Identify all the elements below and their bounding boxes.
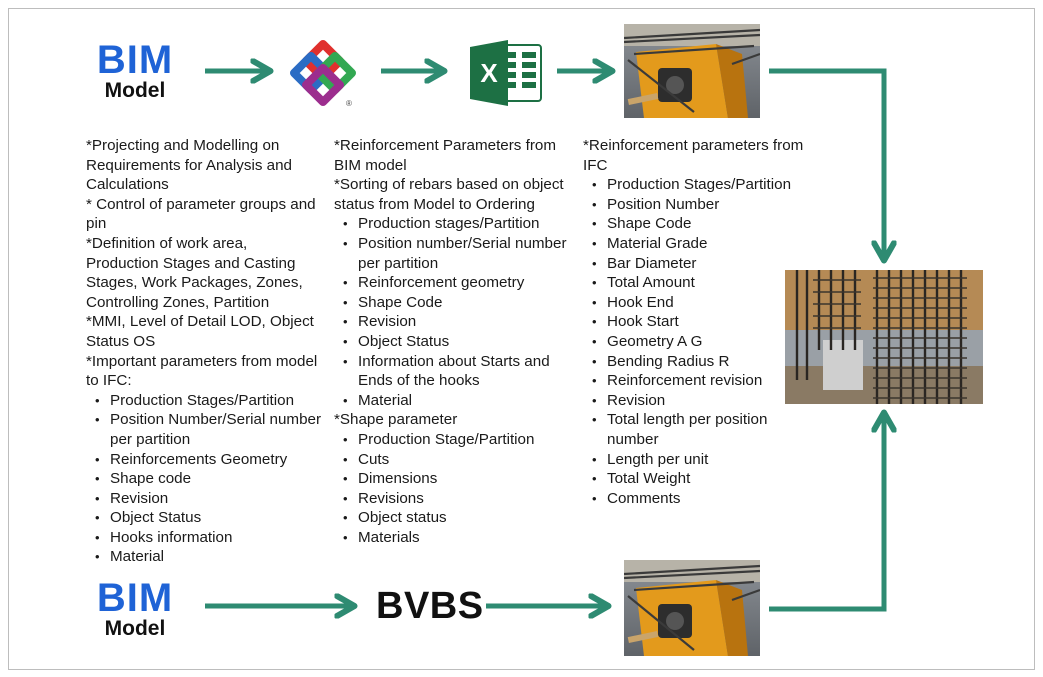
list-item: Material Grade xyxy=(592,234,819,254)
list-item: Bar Diameter xyxy=(592,254,819,274)
arrow-machine-to-cages xyxy=(769,68,884,258)
list-item: Production stages/Partition xyxy=(343,214,570,234)
list-item: Object status xyxy=(343,508,570,528)
rebar-bending-machine-photo-bottom xyxy=(624,560,760,656)
model-text: Model xyxy=(104,617,166,640)
rebar-bending-machine-photo-top xyxy=(624,24,760,118)
column-ifc-parameters: *Reinforcement parameters from IFC Produ… xyxy=(583,136,819,508)
paragraph: * Control of parameter groups and pin xyxy=(86,195,316,233)
list-item: Position number/Serial number per partit… xyxy=(343,234,570,273)
diagram-frame xyxy=(8,8,1035,670)
bullet-list: Production Stage/Partition Cuts Dimensio… xyxy=(334,430,570,548)
list-item: Shape Code xyxy=(592,214,819,234)
list-item: Reinforcement geometry xyxy=(343,273,570,293)
list-item: Revision xyxy=(592,391,819,411)
column-excel-parameters: *Reinforcement Parameters from BIM model… xyxy=(334,136,570,547)
bim-model-logo-top: BIM Model xyxy=(85,40,185,102)
model-text: Model xyxy=(104,79,166,102)
arrow-machine-to-cages-bottom xyxy=(769,415,884,612)
list-item: Object Status xyxy=(95,508,322,528)
list-item: Total Amount xyxy=(592,273,819,293)
list-item: Production Stage/Partition xyxy=(343,430,570,450)
paragraph: *Reinforcement Parameters from BIM model xyxy=(334,137,556,174)
bullet-list: Production Stages/Partition Position Num… xyxy=(86,391,322,567)
list-item: Dimensions xyxy=(343,469,570,489)
bullet-list: Production Stages/Partition Position Num… xyxy=(583,175,819,508)
list-item: Materials xyxy=(343,528,570,548)
bim-text: BIM xyxy=(96,576,174,620)
paragraph: *MMI, Level of Detail LOD, Object Status… xyxy=(86,313,314,350)
list-item: Production Stages/Partition xyxy=(95,391,322,411)
paragraph: *Reinforcement parameters from IFC xyxy=(583,137,804,174)
paragraph: *Sorting of rebars based on object statu… xyxy=(334,176,564,213)
bim-model-logo-bottom: BIM Model xyxy=(85,578,185,640)
bim-text: BIM xyxy=(96,38,174,82)
list-item: Bending Radius R xyxy=(592,352,819,372)
list-item: Information about Starts and Ends of the… xyxy=(343,352,570,391)
list-item: Cuts xyxy=(343,450,570,470)
list-item: Hook Start xyxy=(592,312,819,332)
list-item: Production Stages/Partition xyxy=(592,175,819,195)
list-item: Hooks information xyxy=(95,528,322,548)
excel-letter: X xyxy=(480,58,498,88)
registered-mark: ® xyxy=(346,99,352,108)
paragraph: *Definition of work area, Production Sta… xyxy=(86,234,303,311)
bullet-list: Production stages/Partition Position num… xyxy=(334,214,570,410)
list-item: Position Number/Serial number per partit… xyxy=(95,410,322,449)
list-item: Total length per position number xyxy=(592,410,819,449)
list-item: Geometry A G xyxy=(592,332,819,352)
list-item: Revisions xyxy=(343,489,570,509)
list-item: Revision xyxy=(95,489,322,509)
paragraph: *Shape parameter xyxy=(334,411,458,429)
list-item: Object Status xyxy=(343,332,570,352)
paragraph: *Important parameters from model to IFC: xyxy=(86,352,318,390)
ifc-logo-icon: ® xyxy=(290,40,356,108)
list-item: Shape Code xyxy=(343,293,570,313)
bvbs-label: BVBS xyxy=(376,585,484,627)
list-item: Shape code xyxy=(95,469,322,489)
list-item: Reinforcement revision xyxy=(592,371,819,391)
list-item: Total Weight xyxy=(592,469,819,489)
list-item: Length per unit xyxy=(592,450,819,470)
list-item: Reinforcements Geometry xyxy=(95,450,322,470)
list-item: Material xyxy=(95,547,322,567)
list-item: Comments xyxy=(592,489,819,509)
column-bim-model-requirements: *Projecting and Modelling on Requirement… xyxy=(86,136,322,567)
list-item: Hook End xyxy=(592,293,819,313)
paragraph: *Projecting and Modelling on Requirement… xyxy=(86,137,292,194)
list-item: Revision xyxy=(343,312,570,332)
list-item: Position Number xyxy=(592,195,819,215)
excel-icon: X xyxy=(470,40,542,106)
list-item: Material xyxy=(343,391,570,411)
